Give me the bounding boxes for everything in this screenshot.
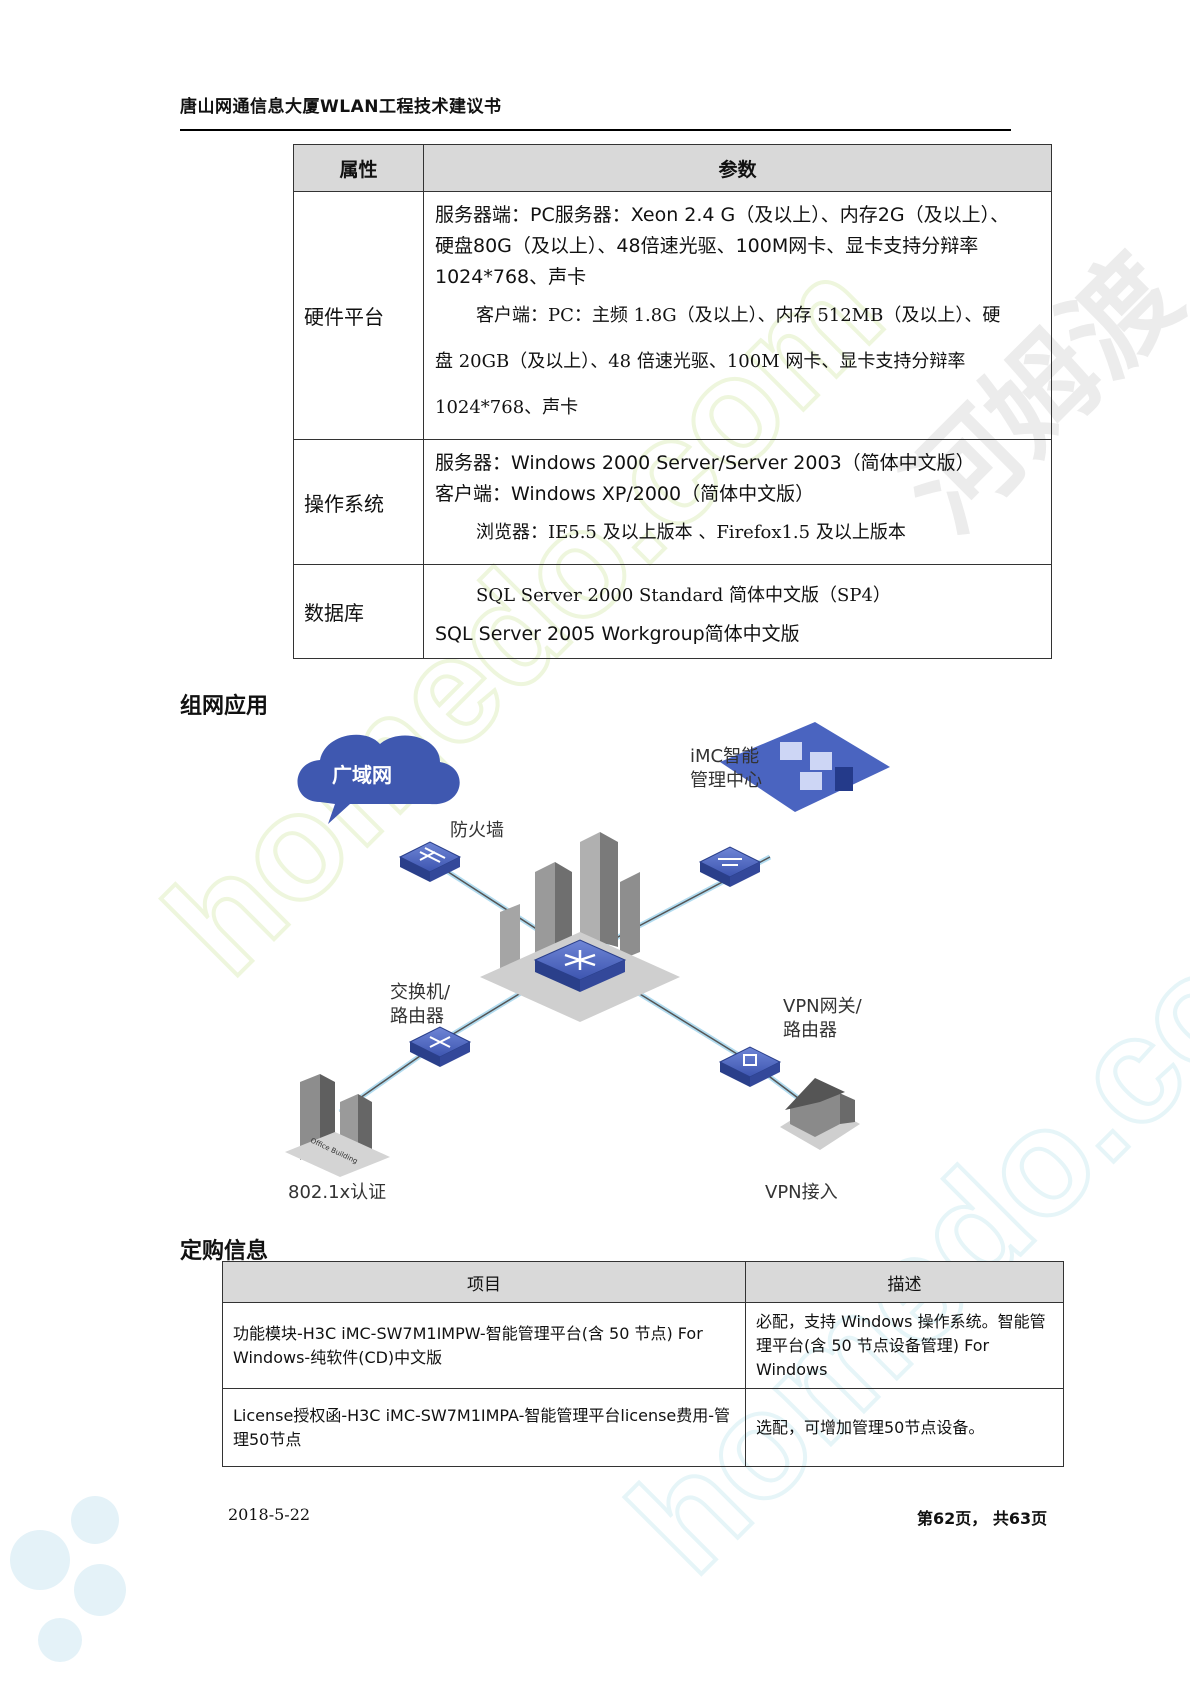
attr-os: 操作系统 <box>293 439 424 565</box>
table-row: License授权函-H3C iMC-SW7M1IMPA-智能管理平台licen… <box>222 1388 1064 1467</box>
vpn-gateway-label-line2: 路由器 <box>783 1020 837 1041</box>
param-os: 服务器：Windows 2000 Server/Server 2003（简体中文… <box>423 439 1052 565</box>
firewall-icon <box>398 841 462 882</box>
param-line: 1024*768、声卡 <box>435 397 579 418</box>
wan-label: 广域网 <box>332 763 392 787</box>
param-line: 浏览器：IE5.5 及以上版本 、Firefox1.5 及以上版本 <box>476 522 906 543</box>
watermark-flower-icon <box>10 1496 126 1662</box>
firewall-label: 防火墙 <box>450 820 504 841</box>
attr-hardware: 硬件平台 <box>293 191 424 440</box>
auth-label: 802.1x认证 <box>288 1182 386 1203</box>
param-hardware: 服务器端：PC服务器：Xeon 2.4 G（及以上）、内存2G（及以上）、 硬盘… <box>423 191 1052 440</box>
attr-db: 数据库 <box>293 564 424 659</box>
imc-label-line2: 管理中心 <box>690 770 762 791</box>
param-line: 1024*768、声卡 <box>435 266 587 288</box>
order-table: 项目 描述 功能模块-H3C iMC-SW7M1IMPW-智能管理平台(含 50… <box>222 1261 1064 1467</box>
col-param-header: 参数 <box>423 144 1052 192</box>
header-rule <box>180 129 1011 131</box>
param-line: SQL Server 2000 Standard 简体中文版（SP4） <box>476 585 891 606</box>
param-line: 服务器：Windows 2000 Server/Server 2003（简体中文… <box>435 452 975 474</box>
order-item: License授权函-H3C iMC-SW7M1IMPA-智能管理平台licen… <box>222 1388 746 1467</box>
col-item-header: 项目 <box>222 1261 746 1303</box>
param-line: 客户端：Windows XP/2000（简体中文版） <box>435 483 815 505</box>
vpn-gateway-label-line1: VPN网关/ <box>783 996 863 1017</box>
switch-label-line2: 路由器 <box>390 1006 444 1027</box>
param-line: SQL Server 2005 Workgroup简体中文版 <box>435 623 800 645</box>
order-item: 功能模块-H3C iMC-SW7M1IMPW-智能管理平台(含 50 节点) F… <box>222 1302 746 1389</box>
vpn-gateway-icon <box>718 1046 782 1087</box>
spec-table: 属性 参数 硬件平台 服务器端：PC服务器：Xeon 2.4 G（及以上）、内存… <box>293 144 1052 659</box>
footer-page-number: 第62页， 共63页 <box>917 1509 1048 1528</box>
core-switch-icon <box>533 939 627 992</box>
table-row-os: 操作系统 服务器：Windows 2000 Server/Server 2003… <box>293 439 1052 565</box>
param-line: 硬盘80G（及以上）、48倍速光驱、100M网卡、显卡支持分辩率 <box>435 235 979 257</box>
wan-cloud-icon <box>297 734 460 824</box>
switch-label-line1: 交换机/ <box>390 982 451 1003</box>
order-desc: 必配，支持 Windows 操作系统。智能管理平台(含 50 节点设备管理) F… <box>745 1302 1064 1389</box>
param-db: SQL Server 2000 Standard 简体中文版（SP4） SQL … <box>423 564 1052 659</box>
network-diagram: 广域网 防火墙 Network Management iMC智能 管理中心 <box>285 722 890 1203</box>
switch-router-icon <box>408 1026 472 1067</box>
document-header: 唐山网通信息大厦WLAN工程技术建议书 <box>180 97 502 117</box>
col-attr-header: 属性 <box>293 144 424 192</box>
table-row-hardware: 硬件平台 服务器端：PC服务器：Xeon 2.4 G（及以上）、内存2G（及以上… <box>293 191 1052 440</box>
param-line: 客户端：PC：主频 1.8G（及以上）、内存 512MB（及以上）、硬 <box>476 305 1001 326</box>
param-line: 服务器端：PC服务器：Xeon 2.4 G（及以上）、内存2G（及以上）、 <box>435 204 1010 226</box>
section-title-network: 组网应用 <box>180 694 269 719</box>
house-icon <box>780 1078 860 1150</box>
table-row-db: 数据库 SQL Server 2000 Standard 简体中文版（SP4） … <box>293 564 1052 659</box>
table-row: 功能模块-H3C iMC-SW7M1IMPW-智能管理平台(含 50 节点) F… <box>222 1302 1064 1389</box>
spec-table-header: 属性 参数 <box>293 144 1052 192</box>
col-desc-header: 描述 <box>745 1261 1064 1303</box>
vpn-access-label: VPN接入 <box>765 1182 838 1203</box>
param-line: 盘 20GB（及以上）、48 倍速光驱、100M 网卡、显卡支持分辩率 <box>435 351 966 372</box>
imc-center-icon <box>698 722 890 887</box>
imc-label-line1: iMC智能 <box>690 746 759 767</box>
order-desc: 选配，可增加管理50节点设备。 <box>745 1388 1064 1467</box>
office-building-icon <box>285 1074 390 1177</box>
footer-date: 2018-5-22 <box>228 1505 311 1524</box>
section-title-order: 定购信息 <box>180 1239 269 1264</box>
order-table-header: 项目 描述 <box>222 1261 1064 1303</box>
core-building-icon <box>480 832 680 1022</box>
